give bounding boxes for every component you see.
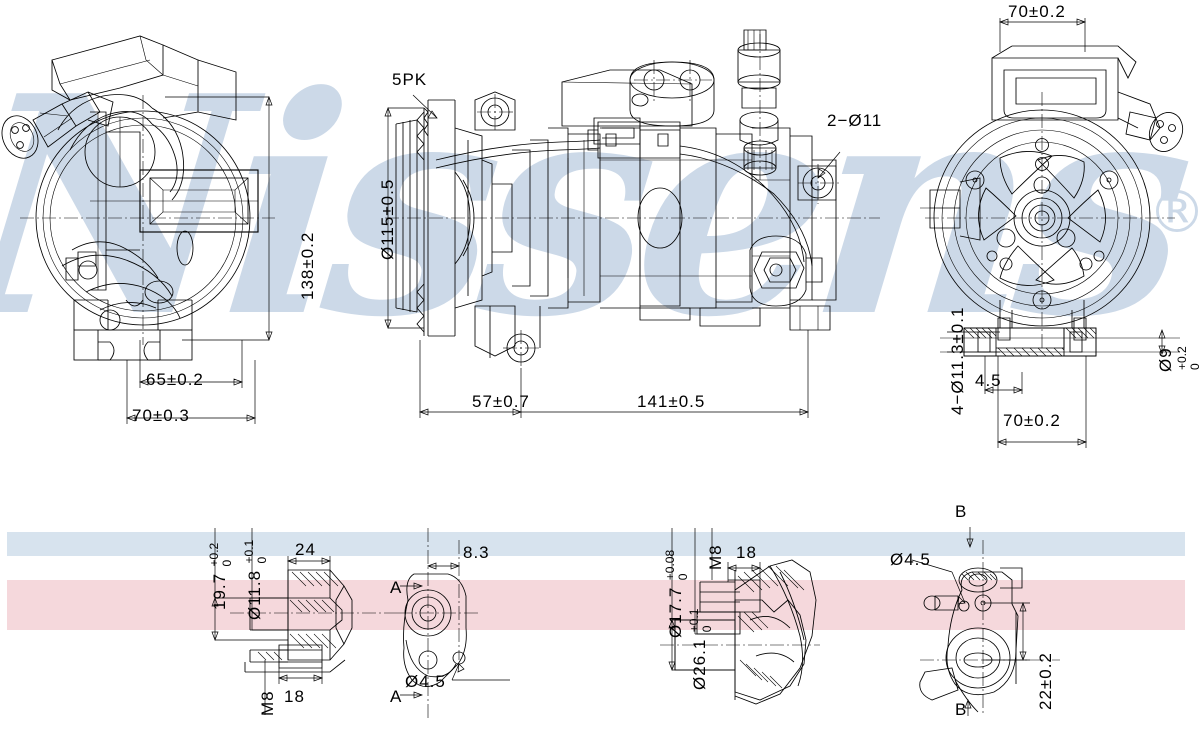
dim-d2-dia45: Ø4.5 [405,672,446,691]
dim-d4-dia45: Ø4.5 [890,550,931,569]
dim-mid-2xdia11: 2−Ø11 [827,111,883,130]
dim-mid-5pk: 5PK [392,70,428,89]
dim-d1-24: 24 [295,540,316,559]
dim-right-dia9-nominal: Ø9 [1156,347,1175,372]
dim-d1-197-upper: +0.2 [207,542,221,567]
dim-d1-197-nominal: 19.7 [209,572,229,610]
dim-d2-83: 8.3 [463,543,490,562]
blue-colour-band [7,532,1185,556]
dim-d3-dia261: Ø26.1 +0.1 0 [687,608,714,690]
dim-left-70: 70±0.3 [132,406,190,425]
dim-d1-18: 18 [284,687,305,706]
section-mark-b-bottom: B [955,700,968,719]
dim-d3-dia177: Ø17.7 +0.08 0 [663,549,690,638]
dim-left-65: 65±0.2 [146,370,204,389]
right-view-group [920,18,1184,448]
dim-d1-dia118-upper: +0.1 [242,539,256,564]
section-mark-b-top: B [955,502,968,521]
dim-d1-dia118-nominal: Ø11.8 [244,569,264,620]
detail-4-group [911,527,1060,716]
dim-mid-57: 57±0.7 [472,392,530,411]
dim-d3-dia261-upper: +0.1 [687,608,701,633]
section-mark-a-top: A [390,578,403,597]
dim-d3-dia261-lower: 0 [699,625,714,633]
dim-mid-dia115: Ø115±0.5 [378,178,397,260]
dim-d1-dia118: Ø11.8 +0.1 0 [242,539,269,620]
dim-right-45: 4.5 [975,371,1002,390]
detail-2-group [398,528,510,720]
pink-colour-band [7,580,1185,630]
detail-3-group [660,528,820,705]
detail-1-group [211,528,400,715]
dim-right-4xdia113: 4−Ø11.3±0.1 [948,306,967,415]
dim-d1-dia118-lower: 0 [254,556,269,564]
dim-right-dia9-upper: +0.2 [1175,346,1189,370]
section-mark-a-bottom: A [390,687,403,706]
left-view-group [1,35,275,424]
dim-d3-18: 18 [736,543,757,562]
dim-d3-m8: M8 [706,544,725,570]
dim-d3-dia177-lower: 0 [675,573,690,581]
dim-right-dia9-lower: 0 [1188,346,1200,370]
dim-d1-m8: M8 [258,690,277,716]
dim-mid-141: 141±0.5 [637,392,706,411]
dim-d4-22: 22±0.2 [1036,652,1055,710]
dim-left-138: 138±0.2 [298,231,317,300]
dim-d1-197-lower: 0 [219,559,234,567]
dim-d3-dia177-upper: +0.08 [663,549,677,581]
middle-view-group [384,29,880,418]
dim-right-bot70: 70±0.2 [1003,411,1061,430]
dim-d3-dia177-nominal: Ø17.7 [665,586,685,638]
dim-right-top70: 70±0.2 [1008,2,1066,21]
dim-d1-197: 19.7 +0.2 0 [207,542,234,610]
dim-right-dia9: Ø9 +0.2 0 [1156,328,1200,372]
dim-d3-dia261-nominal: Ø26.1 [689,638,709,690]
